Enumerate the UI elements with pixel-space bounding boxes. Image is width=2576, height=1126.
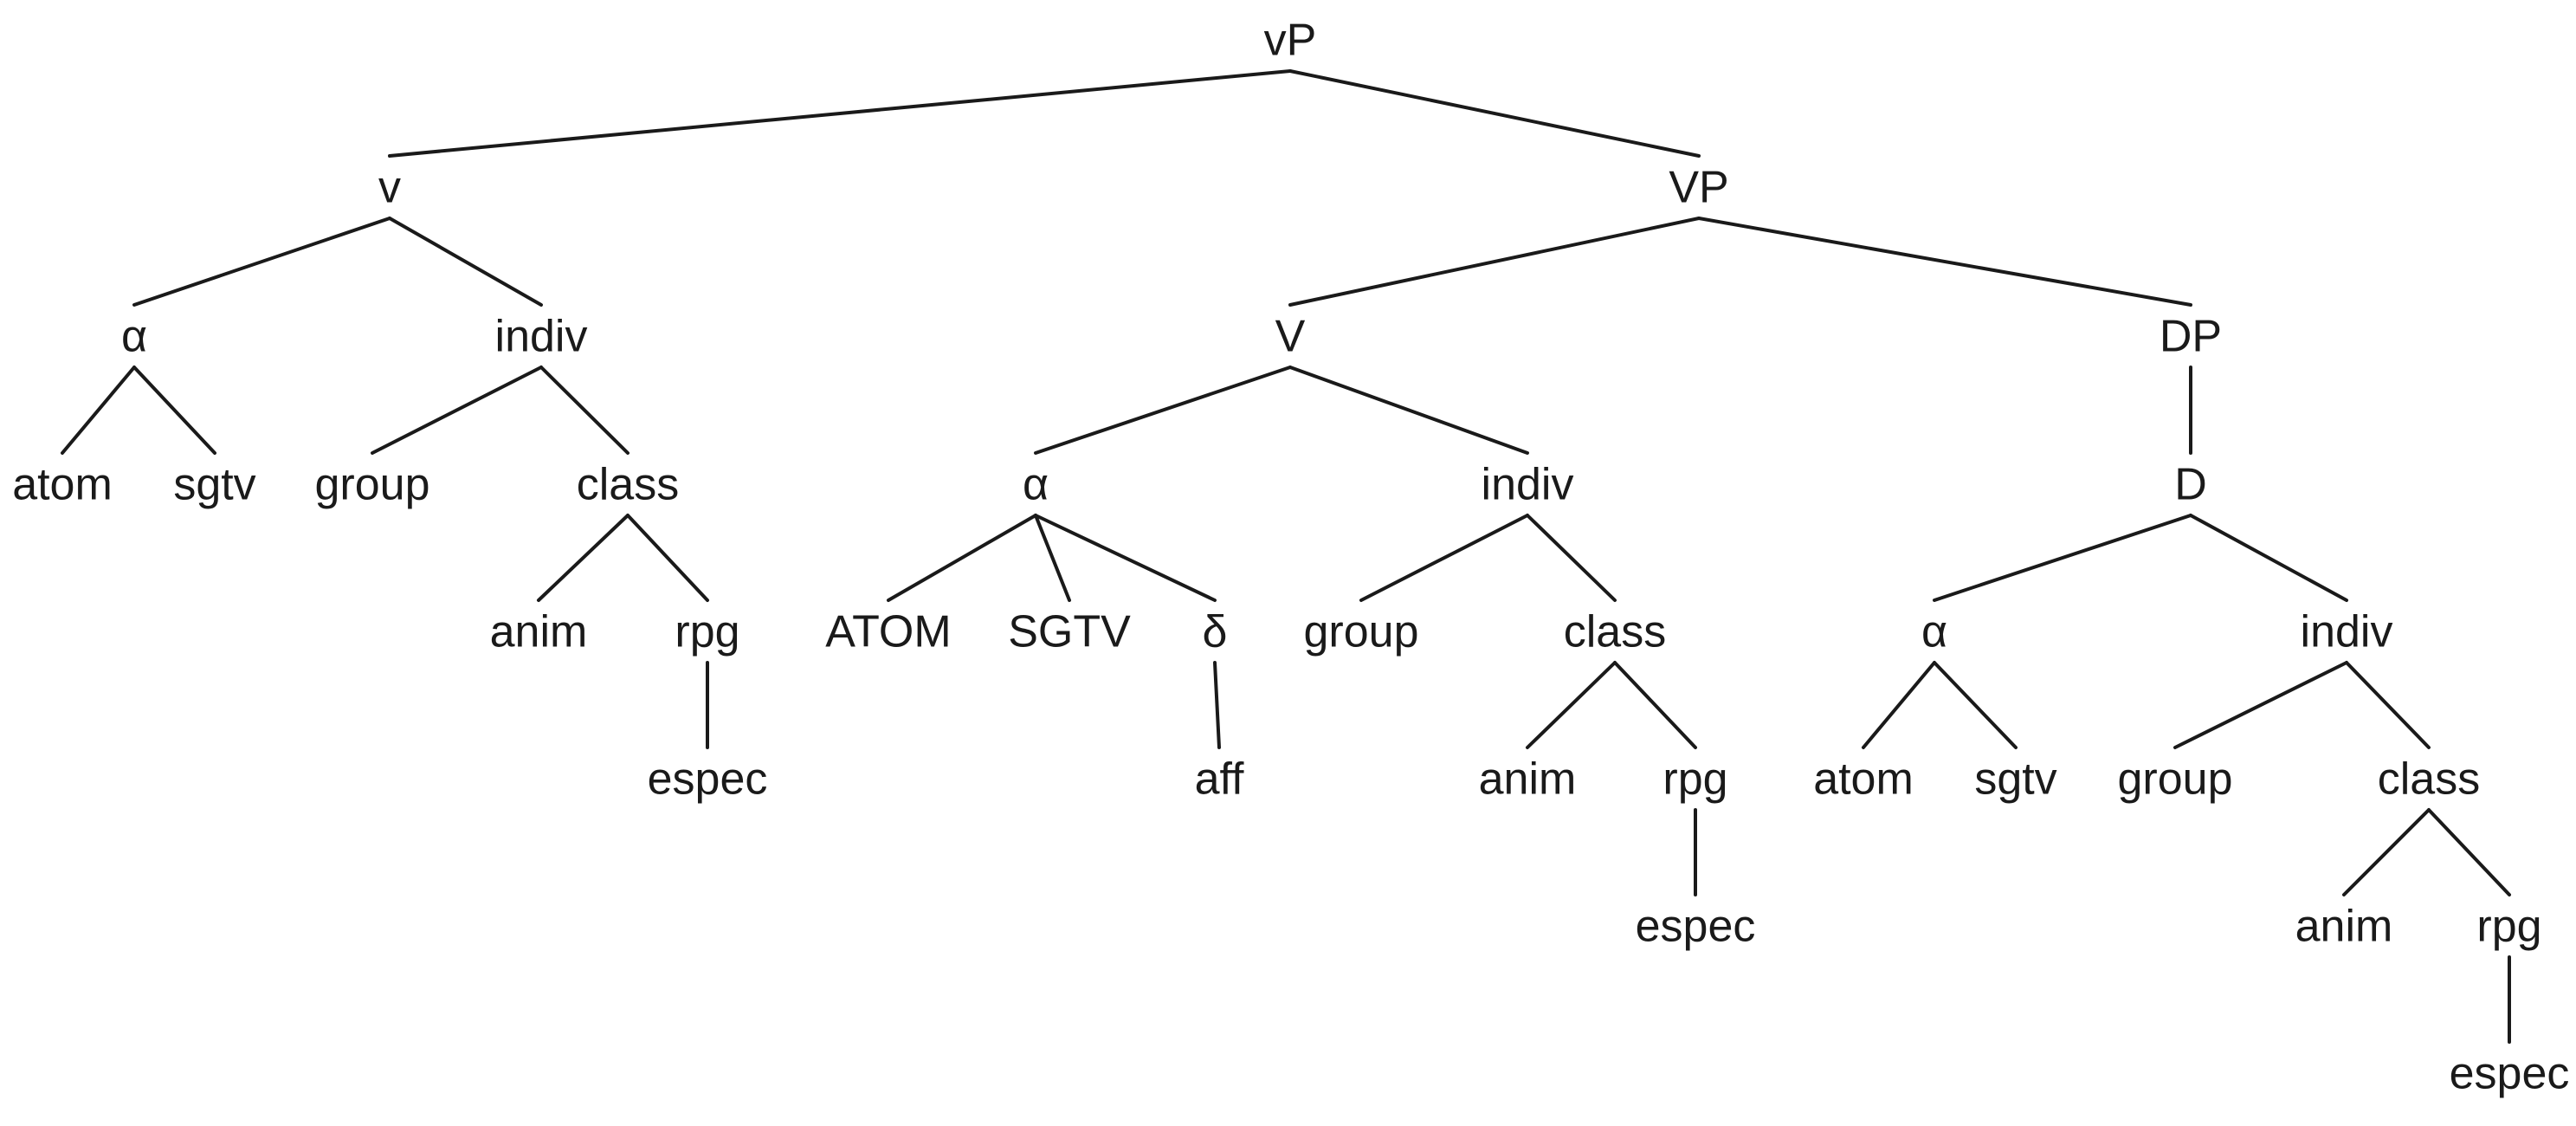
edge-d-alpha [1933, 514, 2192, 602]
node-anim: anim [490, 607, 588, 657]
node-dp: DP [2160, 312, 2222, 362]
edge-alpha-sgtv [132, 366, 216, 455]
edge-indiv-group [371, 366, 543, 455]
node-class: class [2378, 754, 2480, 805]
node-atom: atom [1813, 754, 1914, 805]
node-alpha: α [121, 312, 147, 362]
node-rpg: rpg [675, 607, 739, 657]
node-delta: δ [1203, 607, 1228, 657]
node-d: D [2174, 460, 2207, 510]
node-rpg: rpg [1662, 754, 1727, 805]
edge-alpha-delta [1034, 514, 1217, 602]
node-vp: VP [1669, 163, 1728, 213]
node-espec: espec [1636, 902, 1756, 952]
node-v: V [1275, 312, 1306, 362]
node-vp: vP [1264, 16, 1317, 66]
edge-vp-dp [1697, 217, 2192, 307]
node-alpha: α [1921, 607, 1947, 657]
node-anim: anim [2295, 902, 2393, 952]
edge-indiv-group [2173, 661, 2348, 749]
node-atom: atom [12, 460, 113, 510]
edge-class-rpg [626, 514, 709, 602]
node-class: class [577, 460, 679, 510]
edge-alpha-sgtv [1933, 661, 2018, 749]
node-atom: ATOM [825, 607, 951, 657]
node-v: v [378, 163, 401, 213]
edge-vp-v [388, 69, 1292, 158]
tree-labels: vP v α atom sgtv indiv group class anim rpg espec V… [12, 16, 2569, 1099]
edge-vp-v [1288, 217, 1701, 307]
tree-edges [61, 69, 2511, 1044]
edge-alpha-atom [61, 366, 136, 455]
edge-v-alpha [1034, 366, 1292, 455]
node-indiv: indiv [2301, 607, 2393, 657]
edge-vp-vp [1288, 69, 1701, 158]
node-group: group [2118, 754, 2233, 805]
edge-indiv-class [2345, 661, 2431, 749]
node-anim: anim [1479, 754, 1577, 805]
node-espec: espec [2450, 1049, 2570, 1099]
node-indiv: indiv [495, 312, 588, 362]
edge-v-indiv [1288, 366, 1529, 455]
node-sgtv: SGTV [1008, 607, 1131, 657]
node-group: group [1304, 607, 1419, 657]
node-rpg: rpg [2476, 902, 2541, 952]
node-sgtv: sgtv [1974, 754, 2056, 805]
edge-v-indiv [388, 217, 543, 307]
edge-delta-aff [1213, 661, 1221, 749]
node-group: group [315, 460, 430, 510]
edge-d-indiv [2189, 514, 2348, 602]
edge-indiv-class [539, 366, 629, 455]
node-sgtv: sgtv [173, 460, 255, 510]
edge-class-rpg [2427, 808, 2511, 896]
edge-class-anim [1526, 661, 1617, 749]
node-aff: aff [1195, 754, 1244, 805]
edge-class-anim [537, 514, 629, 602]
edge-alpha-atom [887, 514, 1037, 602]
edge-indiv-group [1359, 514, 1529, 602]
node-indiv: indiv [1482, 460, 1574, 510]
edge-alpha-atom [1862, 661, 1936, 749]
edge-indiv-class [1526, 514, 1617, 602]
node-class: class [1564, 607, 1666, 657]
node-espec: espec [648, 754, 768, 805]
edge-class-rpg [1613, 661, 1697, 749]
edge-class-anim [2342, 808, 2431, 896]
edge-v-alpha [132, 217, 391, 307]
edge-alpha-sgtv [1034, 514, 1071, 602]
node-alpha: α [1023, 460, 1049, 510]
